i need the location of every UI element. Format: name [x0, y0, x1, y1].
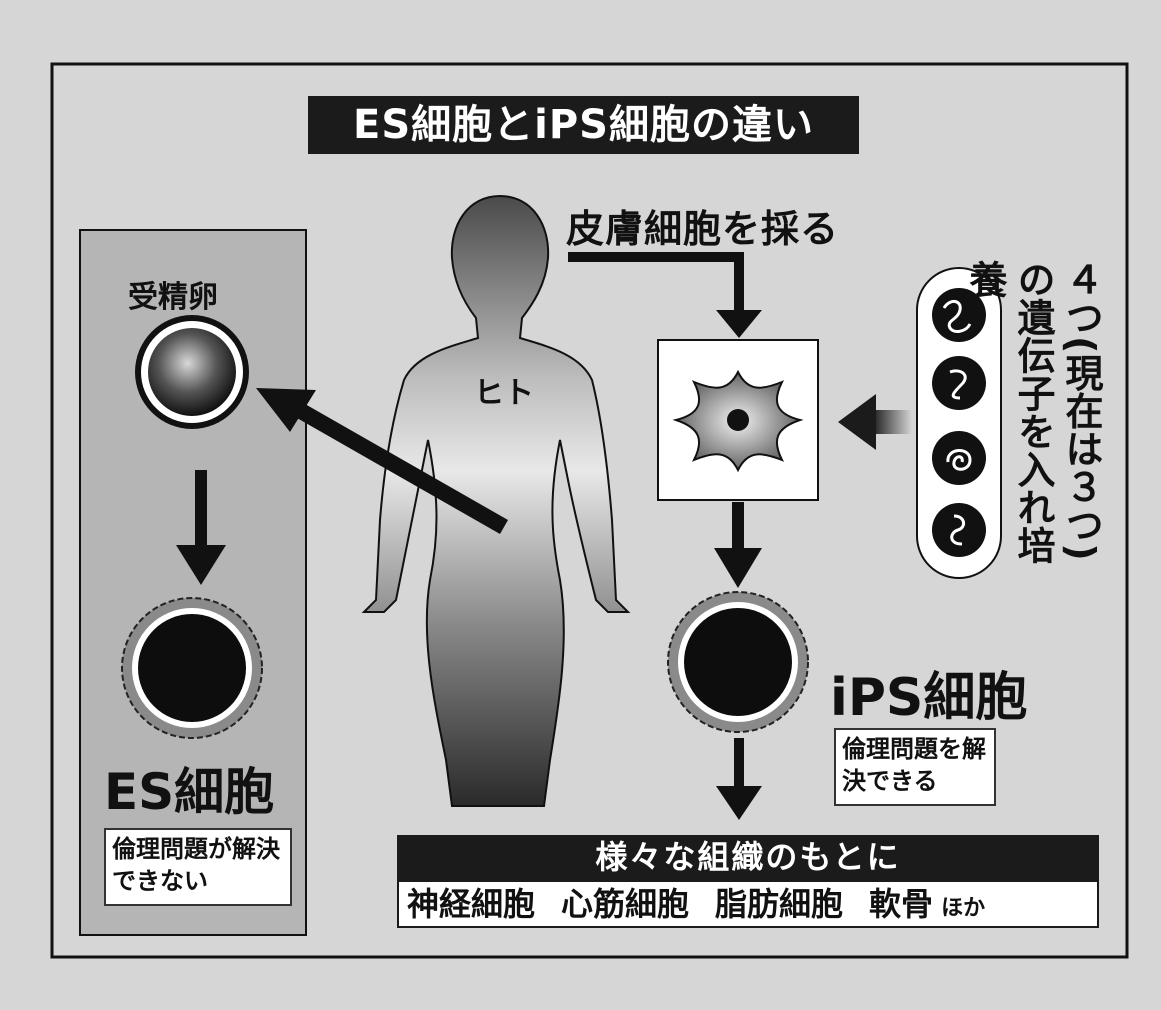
es-cell-label: ES細胞 — [104, 763, 275, 821]
gene-capsule — [916, 267, 1002, 579]
arrow-icon — [256, 388, 508, 534]
tissues-header: 様々な組織のもとに — [397, 835, 1099, 880]
page-title: ES細胞とiPS細胞の違い — [308, 96, 859, 154]
fertilized-egg-label: 受精卵 — [128, 280, 218, 315]
arrow-icon — [838, 394, 912, 450]
arrow-icon — [714, 502, 762, 588]
tissue-etc: ほか — [941, 896, 986, 921]
arrow-icon — [716, 738, 762, 820]
human-silhouette-icon — [361, 194, 631, 807]
gene-icon — [932, 288, 986, 342]
gene-icon — [932, 503, 986, 557]
skin-cells-label: 皮膚細胞を採る — [566, 207, 840, 251]
arrow-icon — [176, 470, 226, 585]
genes-note: ４つ(現在は３つ)の遺伝子を入れ培養 — [963, 260, 1103, 564]
gene-icon — [932, 431, 986, 485]
human-label: ヒト — [474, 376, 534, 411]
tissue-item: 神経細胞 — [407, 885, 536, 923]
tissue-item: 軟骨 — [869, 885, 934, 923]
es-cell-icon — [121, 597, 263, 739]
ips-cell-label: iPS細胞 — [830, 668, 1028, 728]
tissue-item: 脂肪細胞 — [715, 885, 844, 923]
arrow-icon — [568, 252, 762, 338]
es-ethics-note: 倫理問題が解決できない — [104, 828, 292, 906]
ips-cell-icon — [667, 591, 809, 733]
skin-cell-icon — [672, 369, 804, 473]
fertilized-egg-icon — [135, 315, 249, 429]
gene-icon — [932, 356, 986, 410]
ips-ethics-note: 倫理問題を解決できる — [834, 728, 996, 806]
tissue-item: 心筋細胞 — [561, 885, 690, 923]
tissue-list: 神経細胞心筋細胞脂肪細胞軟骨ほか — [397, 880, 1099, 928]
